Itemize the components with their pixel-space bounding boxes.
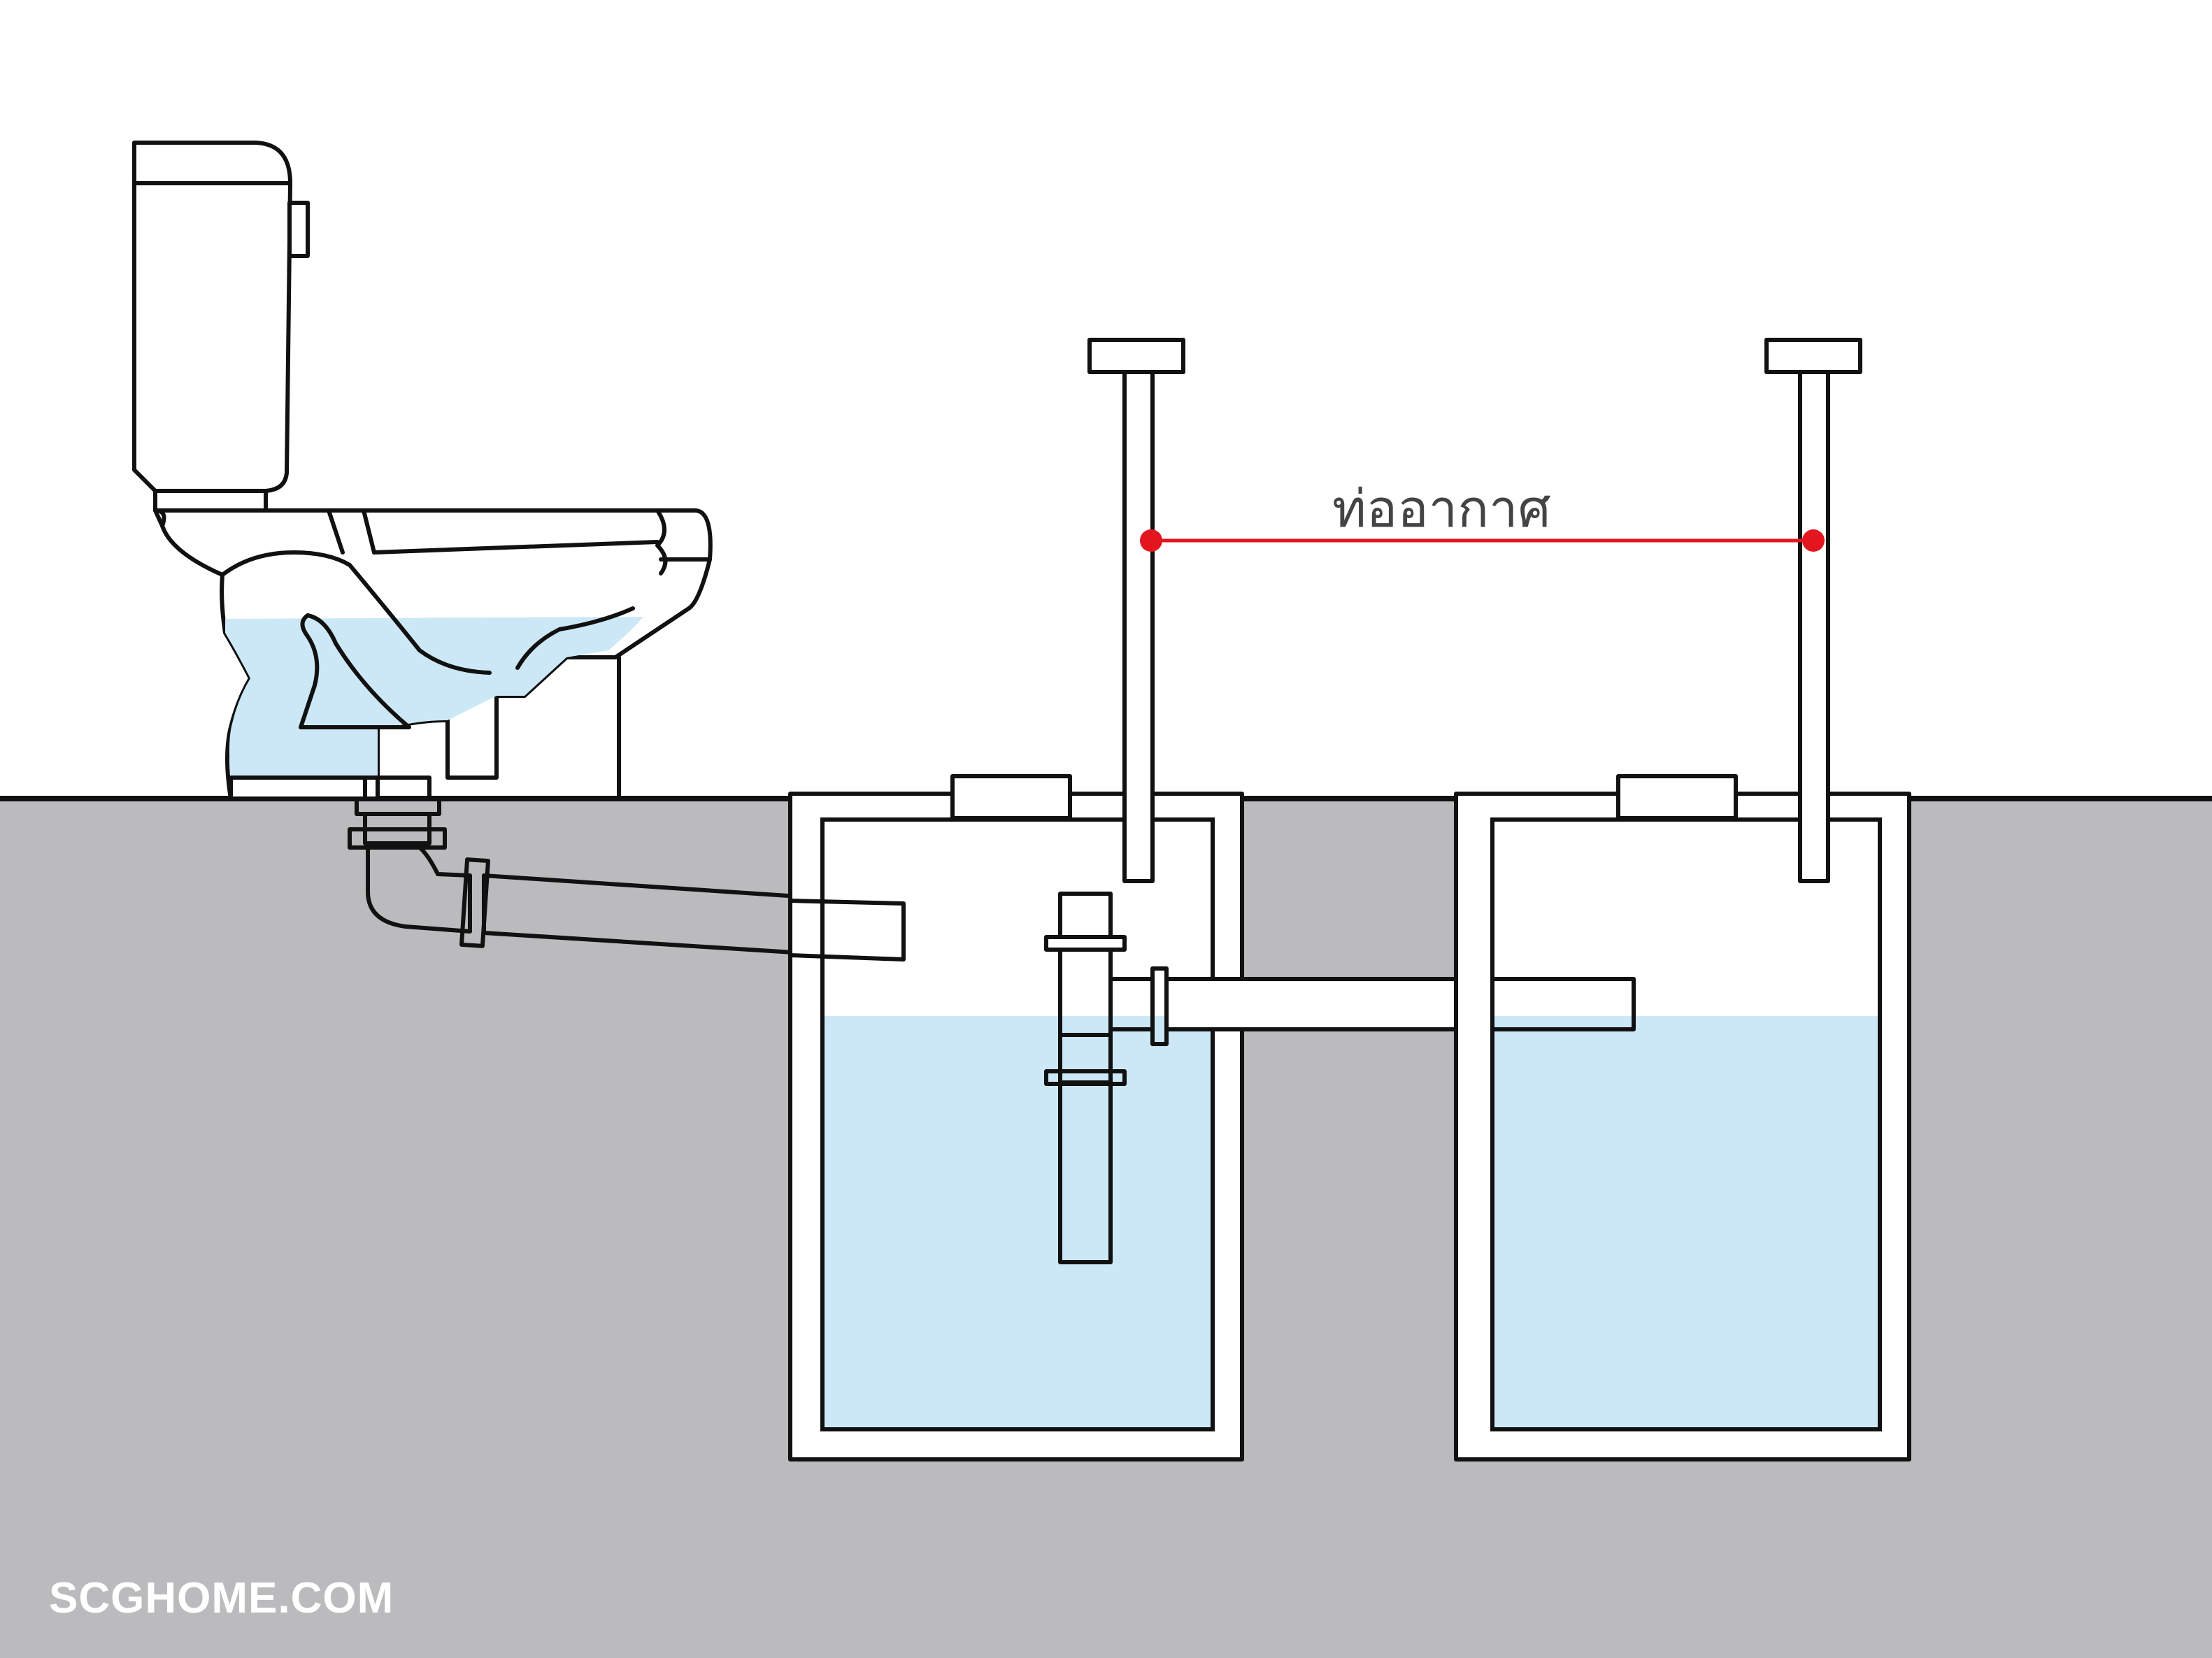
- tank-1-lid: [950, 774, 1072, 820]
- watermark: SCGHOME.COM: [49, 1574, 394, 1622]
- tee-fitting: [1044, 892, 1169, 1264]
- vent-pipe-label: ท่ออากาศ: [1332, 479, 1551, 539]
- toilet-tank: [132, 141, 292, 493]
- septic-tank-2: [1454, 338, 1911, 1462]
- vent-pipe-annotation: [1140, 529, 1825, 552]
- septic-tank-1: [788, 338, 1244, 1462]
- vent-pipe-1: [1087, 338, 1185, 883]
- flush-lever: [287, 201, 310, 258]
- tank-1-water: [825, 1016, 1211, 1427]
- vent-pipe-2: [1764, 338, 1862, 883]
- bowl-water: [225, 617, 643, 780]
- tank-2-water: [1494, 1016, 1878, 1427]
- tank-2-lid: [1616, 774, 1738, 820]
- marker-dot-right: [1802, 529, 1825, 552]
- marker-dot-left: [1140, 529, 1162, 552]
- toilet: [132, 141, 713, 801]
- drain-pipe: [348, 776, 906, 962]
